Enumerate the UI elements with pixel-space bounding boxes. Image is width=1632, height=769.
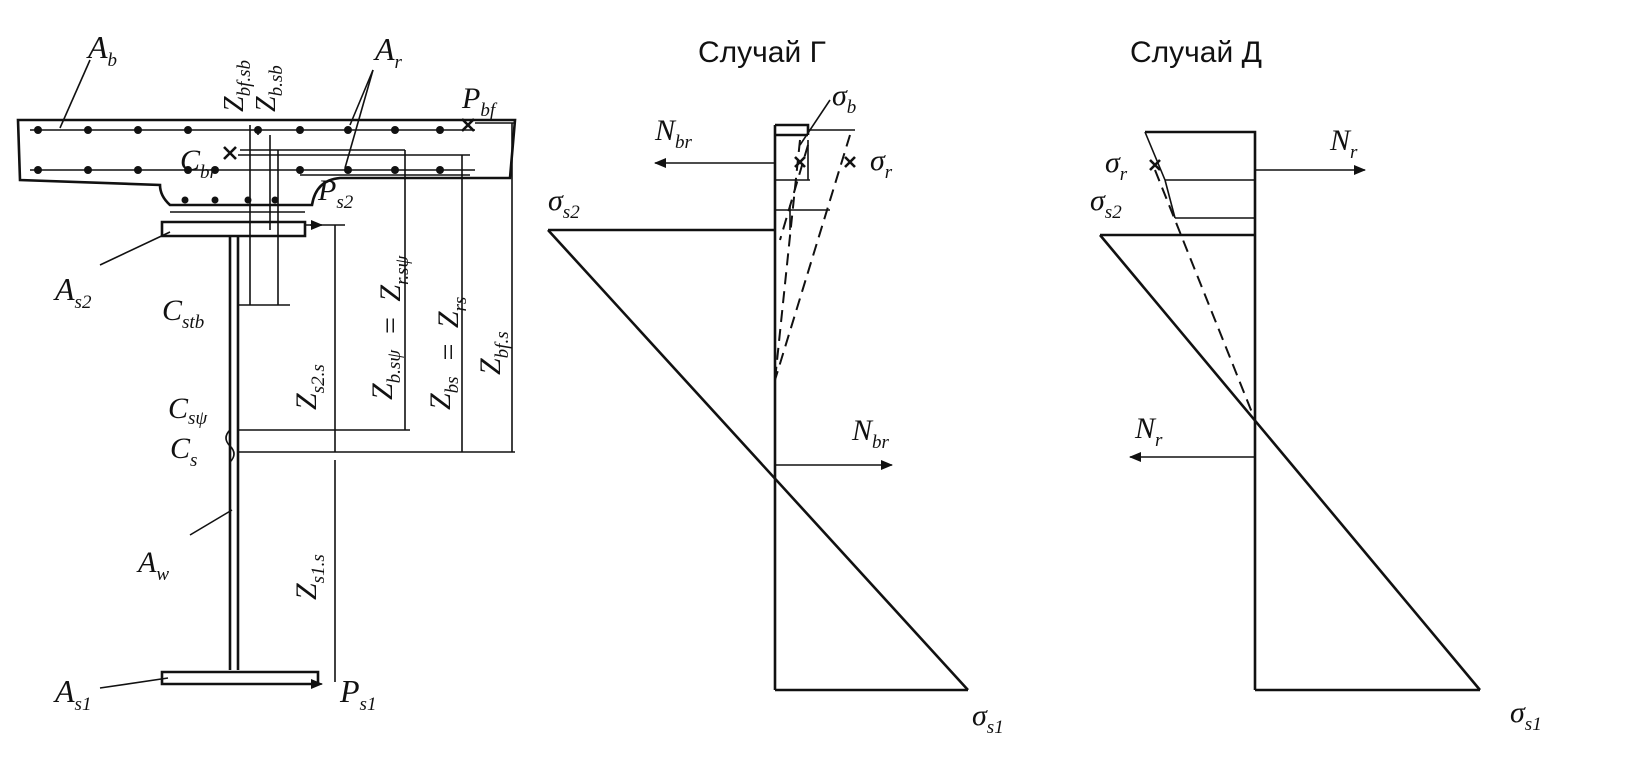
label-a-s2: As2 (53, 271, 92, 313)
case-g-label-sigma-s1: σs1 (972, 699, 1004, 738)
label-z-b-spsi: Zb.sψ=Zr.sψ (366, 254, 413, 400)
rebar-bottom-row (30, 166, 475, 174)
label-p-s2: Ps2 (317, 174, 354, 213)
pbf-marker (461, 118, 475, 132)
case-g-label-n-br-top: Nbr (654, 114, 693, 153)
case-d-label-sigma-s2: σs2 (1090, 184, 1122, 223)
case-d-label-n-r-top: Nr (1329, 124, 1358, 163)
case-g-label-sigma-r: σr (870, 144, 893, 183)
case-d-diagram: Случай Д Nr σr σs2 Nr σs1 (1090, 36, 1542, 735)
case-g-diagram: Случай Г Nbr σb σr σs2 Nbr σs1 (547, 36, 1004, 738)
label-a-s1: As1 (53, 673, 91, 715)
label-z-bf-s: Zbf.s (474, 331, 513, 375)
label-c-br: Cbr (180, 144, 218, 183)
rebar-flange-row (181, 196, 279, 204)
label-a-w: Aw (136, 546, 169, 585)
dimension-lines (225, 122, 515, 682)
case-g-label-sigma-s2: σs2 (548, 184, 580, 223)
label-c-stb: Cstb (162, 294, 204, 333)
case-d-label-n-r-bottom: Nr (1134, 412, 1163, 451)
label-z-bs: Zbs=Zrs (424, 297, 471, 410)
case-g-title: Случай Г (698, 36, 826, 69)
leader-lines (59, 59, 374, 689)
label-p-s1: Ps1 (339, 673, 376, 715)
case-d-label-sigma-s1: σs1 (1510, 696, 1542, 735)
label-z-s2-s: Zs2.s (290, 364, 329, 410)
label-c-s: Cs (170, 432, 197, 471)
case-d-title: Случай Д (1130, 36, 1262, 69)
label-c-spsi: Csψ (168, 392, 208, 429)
label-a-r: Ar (373, 31, 403, 73)
concrete-slab-outline (16, 118, 517, 207)
label-a-b: Ab (86, 29, 117, 71)
label-z-s1-s: Zs1.s (290, 554, 329, 600)
centroid-cbr-marker (223, 146, 237, 160)
case-d-label-sigma-r: σr (1105, 146, 1128, 185)
lower-steel-flange (160, 670, 320, 686)
label-z-b-sb: Zb.sb (251, 65, 287, 112)
case-g-label-sigma-b: σb (832, 79, 856, 118)
upper-steel-flange (160, 220, 307, 238)
rebar-top-row (30, 126, 475, 134)
cross-section (16, 59, 517, 689)
label-p-bf: Pbf (461, 82, 498, 121)
label-z-bf-sb: Zbf.sb (219, 60, 255, 112)
section-labels: Ab Ar Zbf.sb Zb.sb Pbf Cbr Ps2 As2 Cstb … (53, 29, 513, 715)
case-g-label-n-br-bottom: Nbr (851, 414, 890, 453)
